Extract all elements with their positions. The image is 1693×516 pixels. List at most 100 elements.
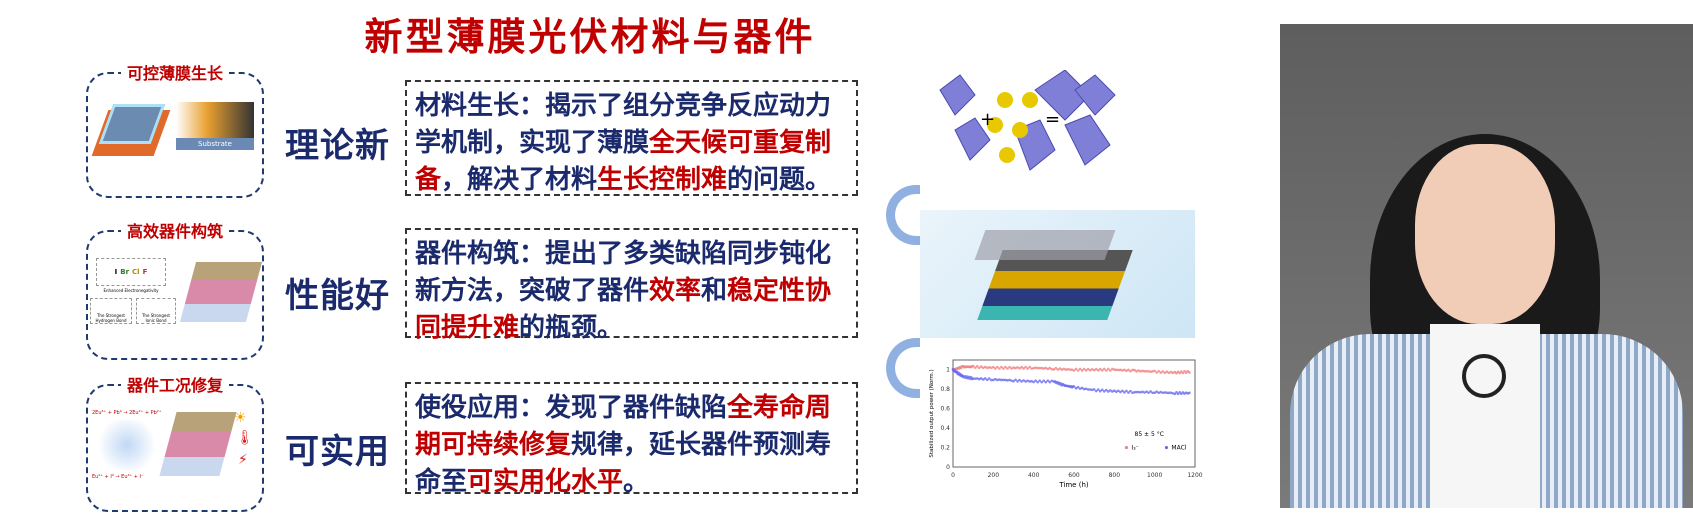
data-point xyxy=(1016,380,1019,383)
panel-caption: 高效器件构筑 xyxy=(120,222,229,241)
data-point xyxy=(1082,367,1086,371)
redox-equation-2: Eu²⁺ + I⁰ → Eu³⁺ + I⁻ xyxy=(92,474,144,480)
data-point xyxy=(998,367,1001,370)
data-point xyxy=(1188,391,1191,395)
data-point xyxy=(1088,388,1092,391)
data-point xyxy=(1052,368,1056,371)
data-point xyxy=(1167,391,1171,395)
device-stack-illustration xyxy=(159,412,237,476)
data-point xyxy=(1042,367,1046,370)
data-point xyxy=(1078,367,1082,371)
body-text: 。 xyxy=(623,467,650,497)
curved-arrow-icon xyxy=(886,185,920,245)
data-point xyxy=(1040,366,1044,370)
data-point xyxy=(990,378,993,382)
data-point xyxy=(1133,368,1136,372)
data-point xyxy=(1169,370,1173,374)
data-point xyxy=(1119,390,1122,394)
data-point xyxy=(1030,367,1033,370)
plus-sign: + xyxy=(980,109,995,130)
data-point xyxy=(998,378,1001,381)
data-point xyxy=(1153,369,1156,373)
octahedra xyxy=(939,70,1116,171)
data-point xyxy=(1178,371,1181,375)
data-point xyxy=(1175,390,1178,394)
data-point xyxy=(1113,389,1116,393)
electronegativity-label: Enhanced Electronegativity xyxy=(103,288,159,293)
data-point xyxy=(1000,365,1003,369)
data-point xyxy=(979,377,983,380)
data-point xyxy=(1123,391,1126,394)
data-point xyxy=(1181,371,1185,375)
crystal-structure-figure: + = xyxy=(939,70,1116,171)
data-point xyxy=(1109,389,1112,392)
data-point xyxy=(1147,369,1150,373)
data-point xyxy=(1024,380,1027,383)
data-point xyxy=(981,378,985,381)
body-text: 的瓶颈。 xyxy=(519,313,624,343)
data-point xyxy=(1127,391,1130,394)
device-3d-figure xyxy=(920,210,1195,338)
data-point xyxy=(1094,389,1098,393)
deposition-illustration xyxy=(176,102,254,138)
data-point xyxy=(1074,386,1078,390)
data-point xyxy=(1006,379,1009,382)
data-point xyxy=(1096,388,1100,391)
data-point xyxy=(1002,378,1005,382)
data-point xyxy=(1135,390,1138,394)
data-point xyxy=(1143,391,1146,394)
data-point xyxy=(1044,366,1048,370)
data-point xyxy=(1109,369,1112,372)
x-tick-label: 200 xyxy=(988,472,1000,479)
data-point xyxy=(1143,370,1146,373)
data-point xyxy=(1086,388,1090,391)
data-point xyxy=(1072,385,1076,388)
data-point xyxy=(1141,390,1144,394)
data-point xyxy=(1056,368,1060,371)
label-performance: 性能好 xyxy=(285,276,390,316)
curved-arrow-icon xyxy=(886,338,920,398)
data-point xyxy=(1002,367,1005,370)
data-point xyxy=(1072,369,1076,372)
data-point xyxy=(1159,371,1163,374)
device-layers xyxy=(977,250,1133,320)
blouse xyxy=(1430,324,1540,508)
ion-br: Br xyxy=(120,268,130,276)
data-point xyxy=(1044,380,1048,384)
data-point xyxy=(1163,371,1167,375)
data-point xyxy=(985,378,989,382)
data-point xyxy=(971,364,975,368)
body-text: 使役应用：发现了器件缺陷 xyxy=(415,393,728,423)
label-theory: 理论新 xyxy=(285,126,390,166)
legend-marker xyxy=(1124,445,1129,450)
data-point xyxy=(1096,369,1100,372)
data-point xyxy=(1117,389,1120,393)
data-point xyxy=(1102,367,1106,371)
data-point xyxy=(1139,390,1142,394)
data-point xyxy=(1058,367,1062,370)
x-axis-label: Time (h) xyxy=(1058,481,1089,489)
data-point xyxy=(996,365,999,369)
substrate-label: Substrate xyxy=(176,138,254,150)
data-point xyxy=(1082,387,1086,391)
data-point xyxy=(1129,369,1132,373)
data-point xyxy=(1038,366,1042,370)
data-point xyxy=(1155,371,1158,374)
text-box-growth: 材料生长：揭示了组分竞争反应动力学机制，实现了薄膜全天候可重复制备，解决了材料生… xyxy=(405,80,858,196)
data-point xyxy=(979,365,983,368)
plot-frame xyxy=(952,359,1196,468)
data-point xyxy=(1098,367,1102,371)
data-point xyxy=(1098,389,1102,393)
data-point xyxy=(1121,369,1124,372)
portrait-photo xyxy=(1280,24,1693,508)
data-point xyxy=(988,377,991,380)
data-point xyxy=(1145,390,1148,393)
data-point xyxy=(977,377,981,381)
data-point xyxy=(994,367,997,370)
ion-f: F xyxy=(142,268,148,276)
data-point xyxy=(1022,379,1025,382)
data-point xyxy=(1149,370,1152,373)
data-point xyxy=(1165,391,1169,395)
x-tick-label: 1200 xyxy=(1187,472,1202,479)
